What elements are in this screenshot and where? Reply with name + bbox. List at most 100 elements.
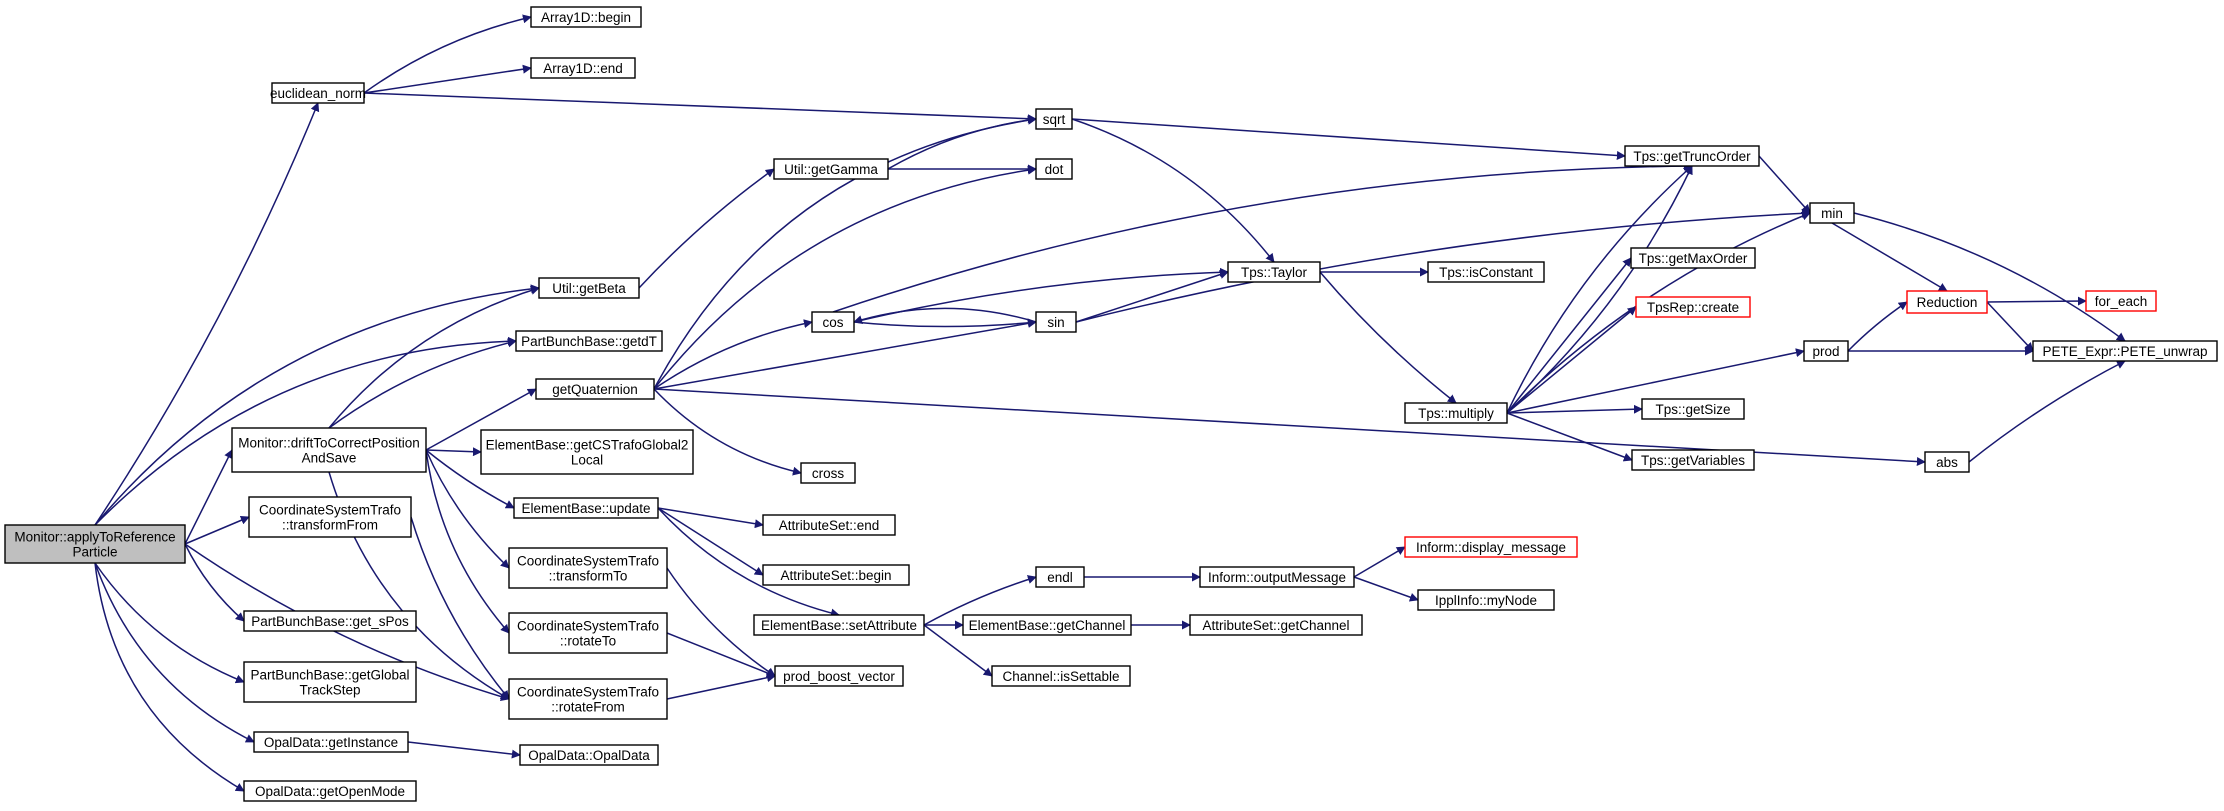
function-node-tpsrep_create[interactable]: TpsRep::create [1635,296,1751,318]
function-node-cst_rotateTo[interactable]: CoordinateSystemTrafo::rotateTo [508,612,668,654]
call-edge-applyToReferenceParticle-to-opaldata_getOpenMode [94,562,245,792]
node-label: prod [1812,344,1839,359]
call-edges [94,14,2126,792]
function-node-cst_rotateFrom[interactable]: CoordinateSystemTrafo::rotateFrom [508,678,668,720]
call-edge-sqrt-to-tps_getTruncOrder [1071,118,1626,160]
node-label: Tps::getMaxOrder [1639,251,1748,266]
node-box [1404,536,1578,558]
call-edge-getQuaternion-to-dot [653,165,1037,390]
node-label: TrackStep [299,683,360,698]
function-node-partbunch_getdT[interactable]: PartBunchBase::getdT [515,330,663,352]
call-edge-driftToCorrectPosition-to-getQuaternion [425,388,537,451]
function-node-elementbase_setAttribute[interactable]: ElementBase::setAttribute [753,614,925,636]
node-box [515,330,663,352]
node-label: Channel::isSettable [1002,669,1119,684]
call-edge-reduction-to-pete_unwrap [1986,301,2034,352]
function-node-prod_boost_vector[interactable]: prod_boost_vector [774,665,904,687]
function-node-array1d_begin[interactable]: Array1D::begin [530,6,642,28]
call-edge-tps_multiply-to-tps_getTruncOrder [1506,165,1693,414]
node-label: PartBunchBase::getGlobal [250,668,409,683]
function-node-channel_isSettable[interactable]: Channel::isSettable [991,665,1131,687]
function-node-tps_getVariables[interactable]: Tps::getVariables [1631,449,1755,471]
call-edge-applyToReferenceParticle-to-driftToCorrectPosition [184,449,233,545]
node-box [2032,340,2218,362]
function-node-cos[interactable]: cos [811,311,855,333]
node-label: Util::getBeta [552,281,626,296]
function-node-opaldata_OpalData[interactable]: OpalData::OpalData [519,744,659,766]
node-label: CoordinateSystemTrafo [517,619,659,634]
function-node-attributeset_end[interactable]: AttributeSet::end [762,514,896,536]
function-node-for_each[interactable]: for_each [2085,290,2157,312]
function-node-cst_transformFrom[interactable]: CoordinateSystemTrafo::transformFrom [248,496,412,538]
node-label: sin [1047,315,1064,330]
function-node-array1d_end[interactable]: Array1D::end [530,57,636,79]
node-label: AttributeSet::begin [780,568,891,583]
function-node-inform_display_message[interactable]: Inform::display_message [1404,536,1578,558]
node-label: AttributeSet::getChannel [1202,618,1349,633]
node-box [248,496,412,538]
function-node-tps_multiply[interactable]: Tps::multiply [1404,402,1508,424]
function-node-euclidean_norm[interactable]: euclidean_norm [270,82,366,104]
call-edge-tps_multiply-to-tps_getTruncOrder [1506,165,1693,414]
call-edge-util_getGamma-to-sqrt [887,115,1037,170]
function-node-abs[interactable]: abs [1924,451,1970,473]
function-node-partbunch_get_sPos[interactable]: PartBunchBase::get_sPos [243,610,417,632]
node-box [1227,261,1321,283]
function-node-util_getBeta[interactable]: Util::getBeta [538,277,640,299]
node-label: AndSave [302,451,357,466]
node-label: PETE_Expr::PETE_unwrap [2042,344,2207,359]
function-node-elementbase_update[interactable]: ElementBase::update [513,497,659,519]
function-node-ipplinfo_myNode[interactable]: IpplInfo::myNode [1417,589,1555,611]
function-node-tps_getTruncOrder[interactable]: Tps::getTruncOrder [1624,145,1760,167]
function-node-inform_outputMessage[interactable]: Inform::outputMessage [1199,566,1355,588]
function-node-getQuaternion[interactable]: getQuaternion [535,378,655,400]
node-label: CoordinateSystemTrafo [517,554,659,569]
call-edge-cst_transformTo-to-prod_boost_vector [666,567,776,677]
call-edge-opaldata_getInstance-to-opaldata_OpalData [407,741,521,759]
call-edge-sin-to-cos [853,307,1037,324]
function-node-sqrt[interactable]: sqrt [1035,108,1073,130]
node-box [1199,566,1355,588]
call-edge-getQuaternion-to-cross [653,388,802,476]
node-box [773,158,889,180]
function-node-sin[interactable]: sin [1035,311,1077,333]
node-label: Tps::getTruncOrder [1633,149,1751,164]
call-edge-min-to-reduction [1831,222,1948,292]
function-node-dot[interactable]: dot [1035,158,1073,180]
node-box [800,462,856,484]
function-node-cross[interactable]: cross [800,462,856,484]
node-label: Array1D::begin [541,10,631,25]
node-label: ElementBase::setAttribute [761,618,917,633]
node-label: sqrt [1043,112,1066,127]
node-box [1624,145,1760,167]
function-node-tps_getMaxOrder[interactable]: Tps::getMaxOrder [1630,247,1756,269]
function-node-tps_taylor[interactable]: Tps::Taylor [1227,261,1321,283]
node-label: endl [1047,570,1073,585]
node-box [2085,290,2157,312]
call-edge-cst_transformFrom-to-cst_rotateFrom [410,516,510,700]
node-box [1035,311,1077,333]
function-node-util_getGamma[interactable]: Util::getGamma [773,158,889,180]
function-node-attributeset_getChannel[interactable]: AttributeSet::getChannel [1189,614,1363,636]
node-box [508,547,668,589]
function-node-endl[interactable]: endl [1035,566,1085,588]
function-node-tps_getSize[interactable]: Tps::getSize [1641,398,1745,420]
function-node-prod[interactable]: prod [1803,340,1849,362]
node-label: cross [812,466,845,481]
function-node-reduction[interactable]: Reduction [1906,290,1988,314]
node-label: TpsRep::create [1647,300,1739,315]
function-node-pete_unwrap[interactable]: PETE_Expr::PETE_unwrap [2032,340,2218,362]
function-node-elementbase_getChannel[interactable]: ElementBase::getChannel [962,614,1132,636]
function-node-opaldata_getInstance[interactable]: OpalData::getInstance [253,731,409,753]
function-node-min[interactable]: min [1809,202,1855,224]
function-node-tps_isConstant[interactable]: Tps::isConstant [1427,261,1545,283]
node-label: for_each [2095,294,2148,309]
node-box [774,665,904,687]
function-node-attributeset_begin[interactable]: AttributeSet::begin [762,564,910,586]
function-node-opaldata_getOpenMode[interactable]: OpalData::getOpenMode [243,780,417,802]
function-node-cst_transformTo[interactable]: CoordinateSystemTrafo::transformTo [508,547,668,589]
